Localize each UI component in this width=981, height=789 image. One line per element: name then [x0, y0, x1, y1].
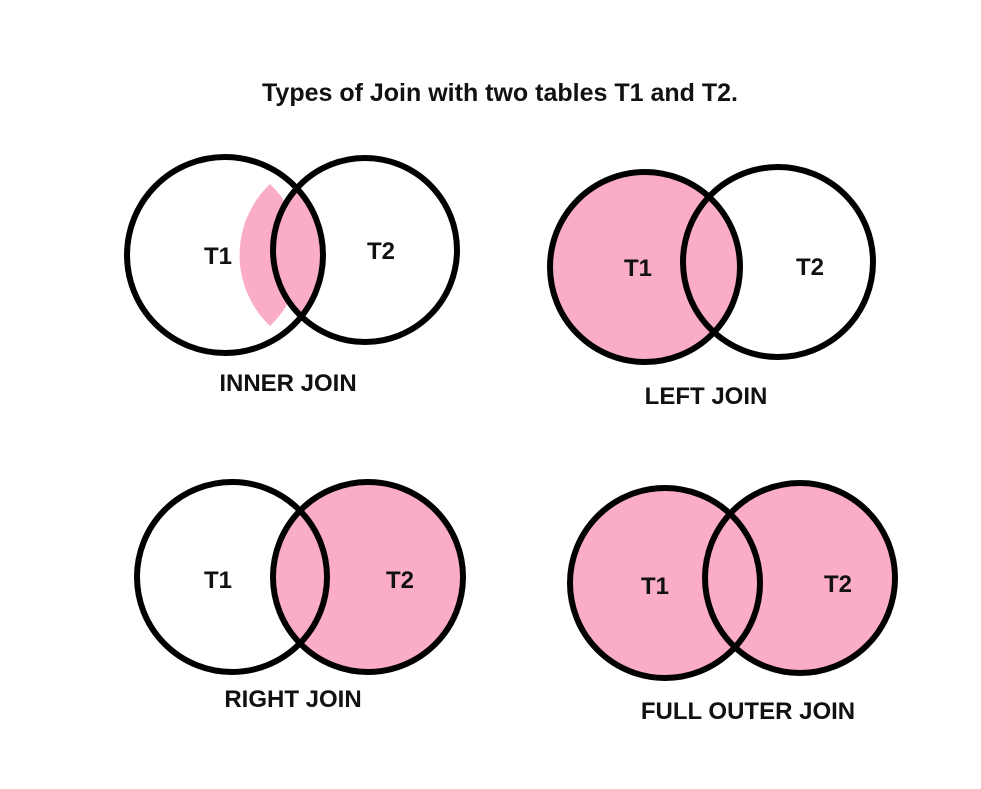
right-join-t2-fill [273, 482, 463, 672]
full-outer-join-diagram: T1 T2 FULL OUTER JOIN [567, 480, 898, 725]
page-title: Types of Join with two tables T1 and T2. [262, 79, 738, 107]
full-join-t1-label: T1 [641, 573, 669, 600]
right-join-caption: RIGHT JOIN [224, 686, 361, 713]
left-join-diagram: T1 T2 LEFT JOIN [547, 164, 876, 410]
left-join-t2-label: T2 [796, 254, 824, 281]
right-join-t1-circle [134, 479, 330, 675]
inner-join-t1-circle [124, 154, 326, 356]
right-join-diagram: T1 T2 RIGHT JOIN [134, 479, 466, 713]
full-join-caption: FULL OUTER JOIN [641, 698, 855, 725]
left-join-caption: LEFT JOIN [645, 383, 768, 410]
full-join-t2-label: T2 [824, 571, 852, 598]
inner-join-t2-label: T2 [367, 238, 395, 265]
full-join-t1-circle [567, 485, 763, 681]
left-join-t2-circle [680, 164, 876, 360]
inner-join-caption: INNER JOIN [219, 370, 356, 397]
left-join-t1-label: T1 [624, 255, 652, 282]
inner-join-t2-circle [270, 155, 460, 345]
right-join-t2-circle [270, 479, 466, 675]
inner-join-t1-label: T1 [204, 243, 232, 270]
left-join-t1-circle [547, 169, 743, 365]
inner-join-diagram: T1 T2 INNER JOIN [124, 154, 460, 397]
right-join-t1-label: T1 [204, 567, 232, 594]
full-join-t2-circle [702, 480, 898, 676]
right-join-t2-label: T2 [386, 567, 414, 594]
